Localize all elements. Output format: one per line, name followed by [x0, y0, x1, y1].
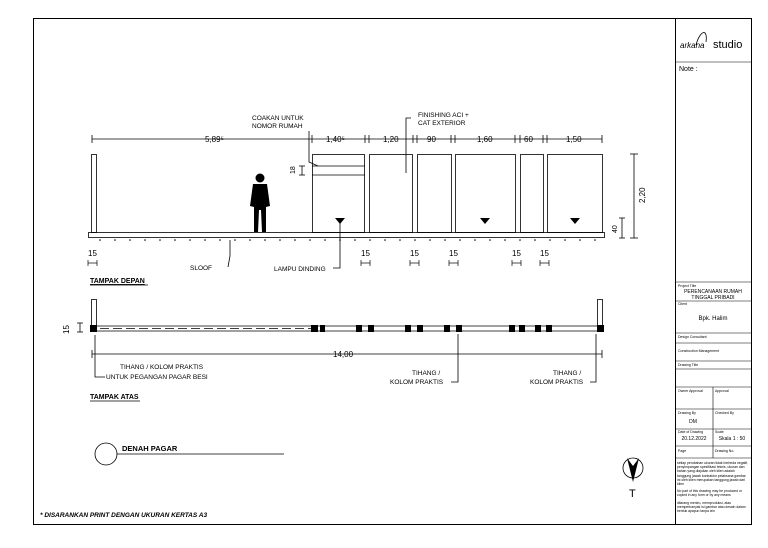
checked-by-label: Checked By — [715, 411, 734, 415]
project-title-line2: TINGGAL PRIBADI — [691, 295, 734, 301]
dim-60: 60 — [524, 135, 533, 144]
label-lampu-dinding: LAMPU DINDING — [274, 266, 326, 273]
footnote-print-a3: * DISARANKAN PRINT DENGAN UKURAN KERTAS … — [40, 512, 207, 519]
dim-15: 15 — [512, 249, 521, 258]
north-arrow-icon — [622, 457, 644, 482]
logo-word: studio — [713, 39, 742, 51]
note-tihang-right-2: KOLOM PRAKTIS — [530, 379, 584, 386]
dim-2-20: 2,20 — [638, 187, 647, 203]
wall-lamp-icon — [570, 218, 580, 224]
note-coakan-line2: NOMOR RUMAH — [252, 123, 303, 130]
dim-18: 18 — [290, 166, 297, 174]
top-view-columns — [90, 325, 604, 332]
sheet-border — [33, 18, 752, 525]
disclaimer-3: dilarang meniru, memproduksi, atau mempe… — [677, 500, 746, 514]
wall-lamp-icon — [335, 218, 345, 224]
client-value: Bpk. Halim — [698, 316, 727, 322]
view-title-tampak-depan: TAMPAK DEPAN — [90, 278, 145, 285]
dim-90: 90 — [427, 135, 436, 144]
dim-15: 15 — [361, 249, 370, 258]
wall-lamp-icon — [480, 218, 490, 224]
construction-management-label: Construction Management — [678, 349, 719, 353]
title-block-disclaimer: setiap perubahan ukuran tidak berbeda ne… — [677, 461, 749, 513]
label-denah-pagar: DENAH PAGAR — [122, 444, 178, 453]
note-tihang-right-1: TIHANG / — [553, 370, 581, 377]
dim-14-00: 14,00 — [333, 350, 354, 359]
page-label: Page — [678, 449, 686, 453]
design-consultant-label: Design Consultant — [678, 335, 707, 339]
note-finishing-line1: FINISHING ACI + — [418, 112, 469, 119]
north-label: T — [629, 488, 636, 500]
note-tihang-left-1: TIHANG / KOLOM PRAKTIS — [120, 364, 204, 371]
dim-15-thickness: 15 — [62, 325, 71, 334]
note-tihang-mid-1: TIHANG / — [412, 370, 440, 377]
client-label: Client — [678, 302, 687, 306]
dim-15: 15 — [410, 249, 419, 258]
note-finishing-line2: CAT EXTERIOR — [418, 120, 466, 127]
human-scale-figure — [250, 173, 270, 232]
drawing-by-label: Drawing By — [678, 411, 696, 415]
note-tihang-mid-2: KOLOM PRAKTIS — [390, 379, 444, 386]
label-sloof: SLOOF — [190, 265, 212, 272]
date-value: 20.12.2022 — [681, 436, 706, 442]
title-block-grid — [676, 61, 751, 459]
disclaimer-1: setiap perubahan ukuran tidak berbeda ne… — [677, 461, 749, 487]
drawing-title-label: Drawing Title — [678, 363, 698, 367]
dim-5-89: 5,89⁵ — [205, 135, 224, 144]
date-label: Date of Drawing — [678, 430, 703, 434]
dim-1-20: 1,20 — [383, 135, 399, 144]
dim-1-50: 1,50 — [566, 135, 582, 144]
dim-15: 15 — [88, 249, 97, 258]
dim-1-40: 1,40⁵ — [326, 135, 345, 144]
dim-15: 15 — [540, 249, 549, 258]
drawing-by-value: DM — [689, 419, 697, 425]
note-tihang-left-2: UNTUK PEGANGAN PAGAR BESI — [106, 374, 208, 381]
note-label: Note : — [679, 66, 698, 73]
scale-label: Scale — [715, 430, 724, 434]
owner-approval-label: Owner Approval — [678, 389, 703, 393]
dim-1-60: 1,60 — [477, 135, 493, 144]
plan-marker-circle — [94, 442, 118, 466]
sloof-hatch — [99, 239, 596, 241]
project-title-label: Project Title — [678, 284, 696, 288]
disclaimer-2: No part of this drawing may be produced … — [677, 489, 743, 498]
logo-mark — [695, 32, 707, 46]
approval-label: Approval — [715, 389, 729, 393]
scale-value: Skala 1 : 50 — [719, 436, 746, 442]
view-title-tampak-atas: TAMPAK ATAS — [90, 394, 139, 401]
top-view — [77, 299, 603, 383]
dim-40: 40 — [612, 225, 619, 233]
front-view — [87, 117, 638, 269]
dim-15: 15 — [449, 249, 458, 258]
project-title-line1: PERENCANAAN RUMAH — [684, 289, 742, 295]
drawing-no-label: Drawing No. — [715, 449, 734, 453]
logo-script: arkana — [680, 41, 705, 50]
note-coakan-line1: COAKAN UNTUK — [252, 115, 304, 122]
